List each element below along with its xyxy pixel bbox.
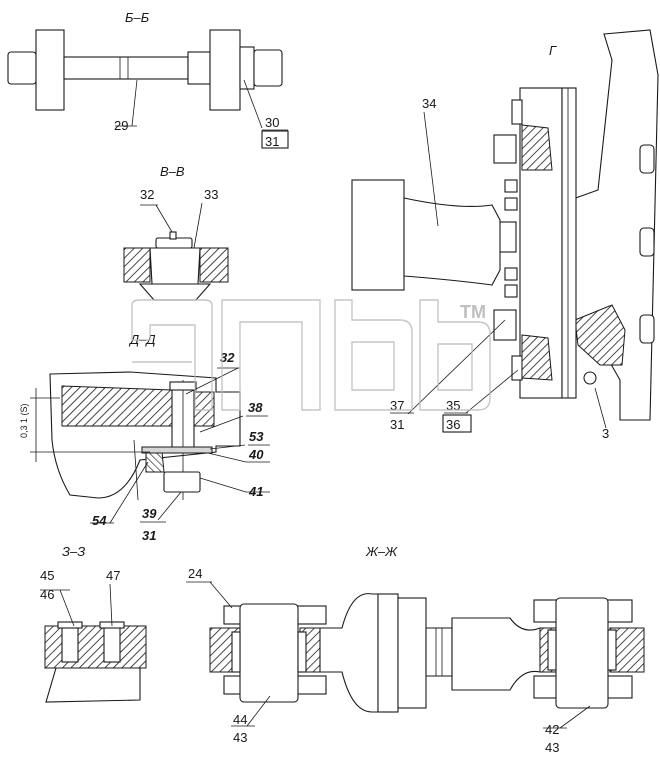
callout-38: 38 xyxy=(248,400,263,415)
callout-43-left: 43 xyxy=(233,730,247,745)
callout-32-dd: 32 xyxy=(220,350,235,365)
callout-44: 44 xyxy=(233,712,247,727)
nut-31 xyxy=(253,49,283,87)
callout-24: 24 xyxy=(188,566,202,581)
callout-3: 3 xyxy=(602,426,609,441)
callout-54: 54 xyxy=(92,513,107,528)
section-title-g: Г xyxy=(549,43,557,58)
rod-end xyxy=(319,593,379,713)
view-section-zz: З–З 45 46 47 xyxy=(40,544,147,703)
callout-32-vv: 32 xyxy=(140,187,154,202)
section-title-zz: З–З xyxy=(62,544,85,559)
view-g: Г 34 37 31 35 36 xyxy=(351,29,659,441)
section-title-bb: Б–Б xyxy=(125,10,150,25)
washer-30 xyxy=(239,46,255,90)
callout-36: 36 xyxy=(446,417,460,432)
view-section-dd: Д–Д 0,3 1 (S) 32 38 53 40 41 54 xyxy=(19,332,270,543)
view-section-bb: Б–Б 29 30 31 xyxy=(7,10,289,149)
callout-53: 53 xyxy=(249,429,264,444)
callout-34: 34 xyxy=(422,96,436,111)
callout-42: 42 xyxy=(545,722,559,737)
callout-30: 30 xyxy=(265,115,279,130)
flange-left xyxy=(35,29,65,111)
callout-45: 45 xyxy=(40,568,54,583)
callout-31-bb: 31 xyxy=(265,134,279,149)
shaft-29 xyxy=(63,56,189,80)
watermark-logo: TM xyxy=(131,299,491,411)
dimension-label: 0,3 1 (S) xyxy=(19,403,29,438)
section-title-zhzh: Ж–Ж xyxy=(365,544,398,559)
view-section-vv: В–В 32 33 xyxy=(123,164,229,301)
pin-44 xyxy=(239,603,299,703)
callout-40: 40 xyxy=(248,447,264,462)
spacer xyxy=(187,51,211,85)
callout-29: 29 xyxy=(114,118,128,133)
callout-43-right: 43 xyxy=(545,740,559,755)
nut-left xyxy=(7,51,37,85)
callout-47: 47 xyxy=(106,568,120,583)
bushing-33 xyxy=(149,247,201,285)
callout-37: 37 xyxy=(390,398,404,413)
callout-31-dd: 31 xyxy=(142,528,156,543)
callout-35: 35 xyxy=(446,398,460,413)
callout-46: 46 xyxy=(40,587,54,602)
section-title-vv: В–В xyxy=(160,164,185,179)
bracket-34 xyxy=(351,179,405,291)
plate-zz xyxy=(45,667,141,703)
callout-41: 41 xyxy=(248,484,263,499)
callout-31-g: 31 xyxy=(390,417,404,432)
bolt-37 xyxy=(493,134,517,164)
rod-body xyxy=(451,617,541,691)
view-section-zhzh: Ж–Ж 24 44 43 42 43 xyxy=(186,544,645,755)
callout-39: 39 xyxy=(142,506,157,521)
trademark-symbol: TM xyxy=(460,302,486,322)
callout-33: 33 xyxy=(204,187,218,202)
pin-42 xyxy=(555,597,609,709)
flange-right xyxy=(209,29,241,111)
